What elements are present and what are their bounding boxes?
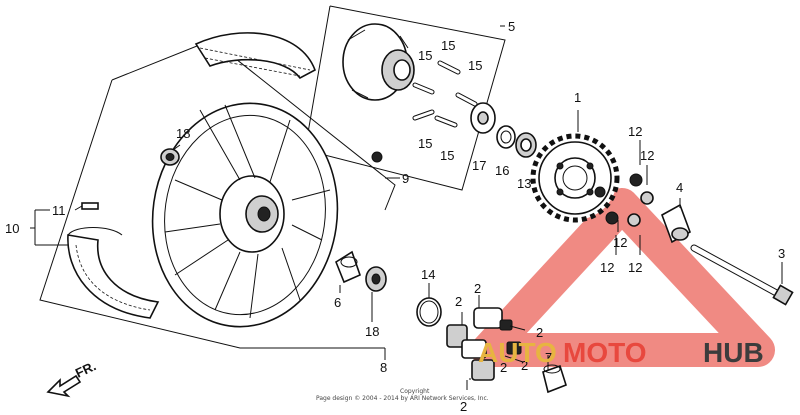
label-15b: 15 bbox=[418, 48, 432, 63]
label-6: 6 bbox=[334, 295, 341, 310]
label-15c: 15 bbox=[468, 58, 482, 73]
label-3: 3 bbox=[778, 246, 785, 261]
bolt-9 bbox=[371, 151, 383, 163]
dampers-2 bbox=[446, 307, 522, 381]
tire-upper bbox=[194, 32, 316, 80]
collar-4 bbox=[661, 203, 691, 244]
fr-label: FR. bbox=[73, 358, 98, 380]
studs-15 bbox=[412, 60, 478, 128]
sprocket-nuts-12 bbox=[594, 173, 654, 227]
copyright-line1: Copyright bbox=[400, 388, 430, 395]
label-9: 9 bbox=[402, 171, 409, 186]
watermark-moto: MOTO bbox=[563, 337, 646, 368]
label-13: 13 bbox=[517, 176, 531, 191]
label-2f: 2 bbox=[500, 360, 507, 375]
part-labels: 1 2 2 2 2 2 2 3 4 5 6 7 8 9 10 11 12 12 … bbox=[5, 19, 785, 414]
leader-lines bbox=[30, 25, 783, 390]
axle-3 bbox=[690, 244, 794, 306]
bearing-18-lower bbox=[365, 266, 387, 292]
label-1: 1 bbox=[574, 90, 581, 105]
label-15a: 15 bbox=[441, 38, 455, 53]
label-2d: 2 bbox=[521, 358, 528, 373]
sprocket-1 bbox=[530, 133, 620, 223]
watermark-text: AUTO MOTO HUB bbox=[478, 337, 764, 368]
seal-13 bbox=[515, 132, 537, 158]
copyright-line2: Page design © 2004 - 2014 by ARI Network… bbox=[316, 395, 489, 402]
watermark-auto: AUTO bbox=[478, 337, 557, 368]
label-18b: 18 bbox=[365, 324, 379, 339]
copyright: Copyright Page design © 2004 - 2014 by A… bbox=[316, 388, 489, 402]
label-12e: 12 bbox=[628, 260, 642, 275]
circlip-14 bbox=[416, 297, 442, 327]
cast-wheel bbox=[81, 102, 339, 328]
label-12d: 12 bbox=[600, 260, 614, 275]
seal-16 bbox=[496, 125, 516, 149]
label-12b: 12 bbox=[640, 148, 654, 163]
front-direction-arrow: FR. bbox=[46, 358, 98, 398]
label-8: 8 bbox=[380, 360, 387, 375]
label-12c: 12 bbox=[613, 235, 627, 250]
label-2a: 2 bbox=[474, 281, 481, 296]
collar-7 bbox=[542, 364, 567, 394]
label-7: 7 bbox=[545, 350, 552, 365]
collar-6 bbox=[335, 250, 361, 284]
bearing-17 bbox=[470, 102, 496, 134]
label-11: 11 bbox=[52, 203, 66, 218]
tire-lower bbox=[67, 227, 160, 319]
label-17: 17 bbox=[472, 158, 486, 173]
label-2b: 2 bbox=[455, 294, 462, 309]
label-2e: 2 bbox=[460, 399, 467, 414]
bearing-18-upper bbox=[160, 148, 180, 166]
label-5: 5 bbox=[508, 19, 515, 34]
watermark-hub: HUB bbox=[703, 337, 764, 368]
label-4: 4 bbox=[676, 180, 683, 195]
label-12a: 12 bbox=[628, 124, 642, 139]
label-14: 14 bbox=[421, 267, 435, 282]
label-10: 10 bbox=[5, 221, 19, 236]
label-16: 16 bbox=[495, 163, 509, 178]
hub-flange-5 bbox=[342, 23, 415, 101]
watermark-logo bbox=[471, 188, 775, 367]
label-15e: 15 bbox=[440, 148, 454, 163]
label-18a: 18 bbox=[176, 126, 190, 141]
assembly-outlines bbox=[39, 5, 506, 349]
label-2c: 2 bbox=[536, 325, 543, 340]
label-15d: 15 bbox=[418, 136, 432, 151]
